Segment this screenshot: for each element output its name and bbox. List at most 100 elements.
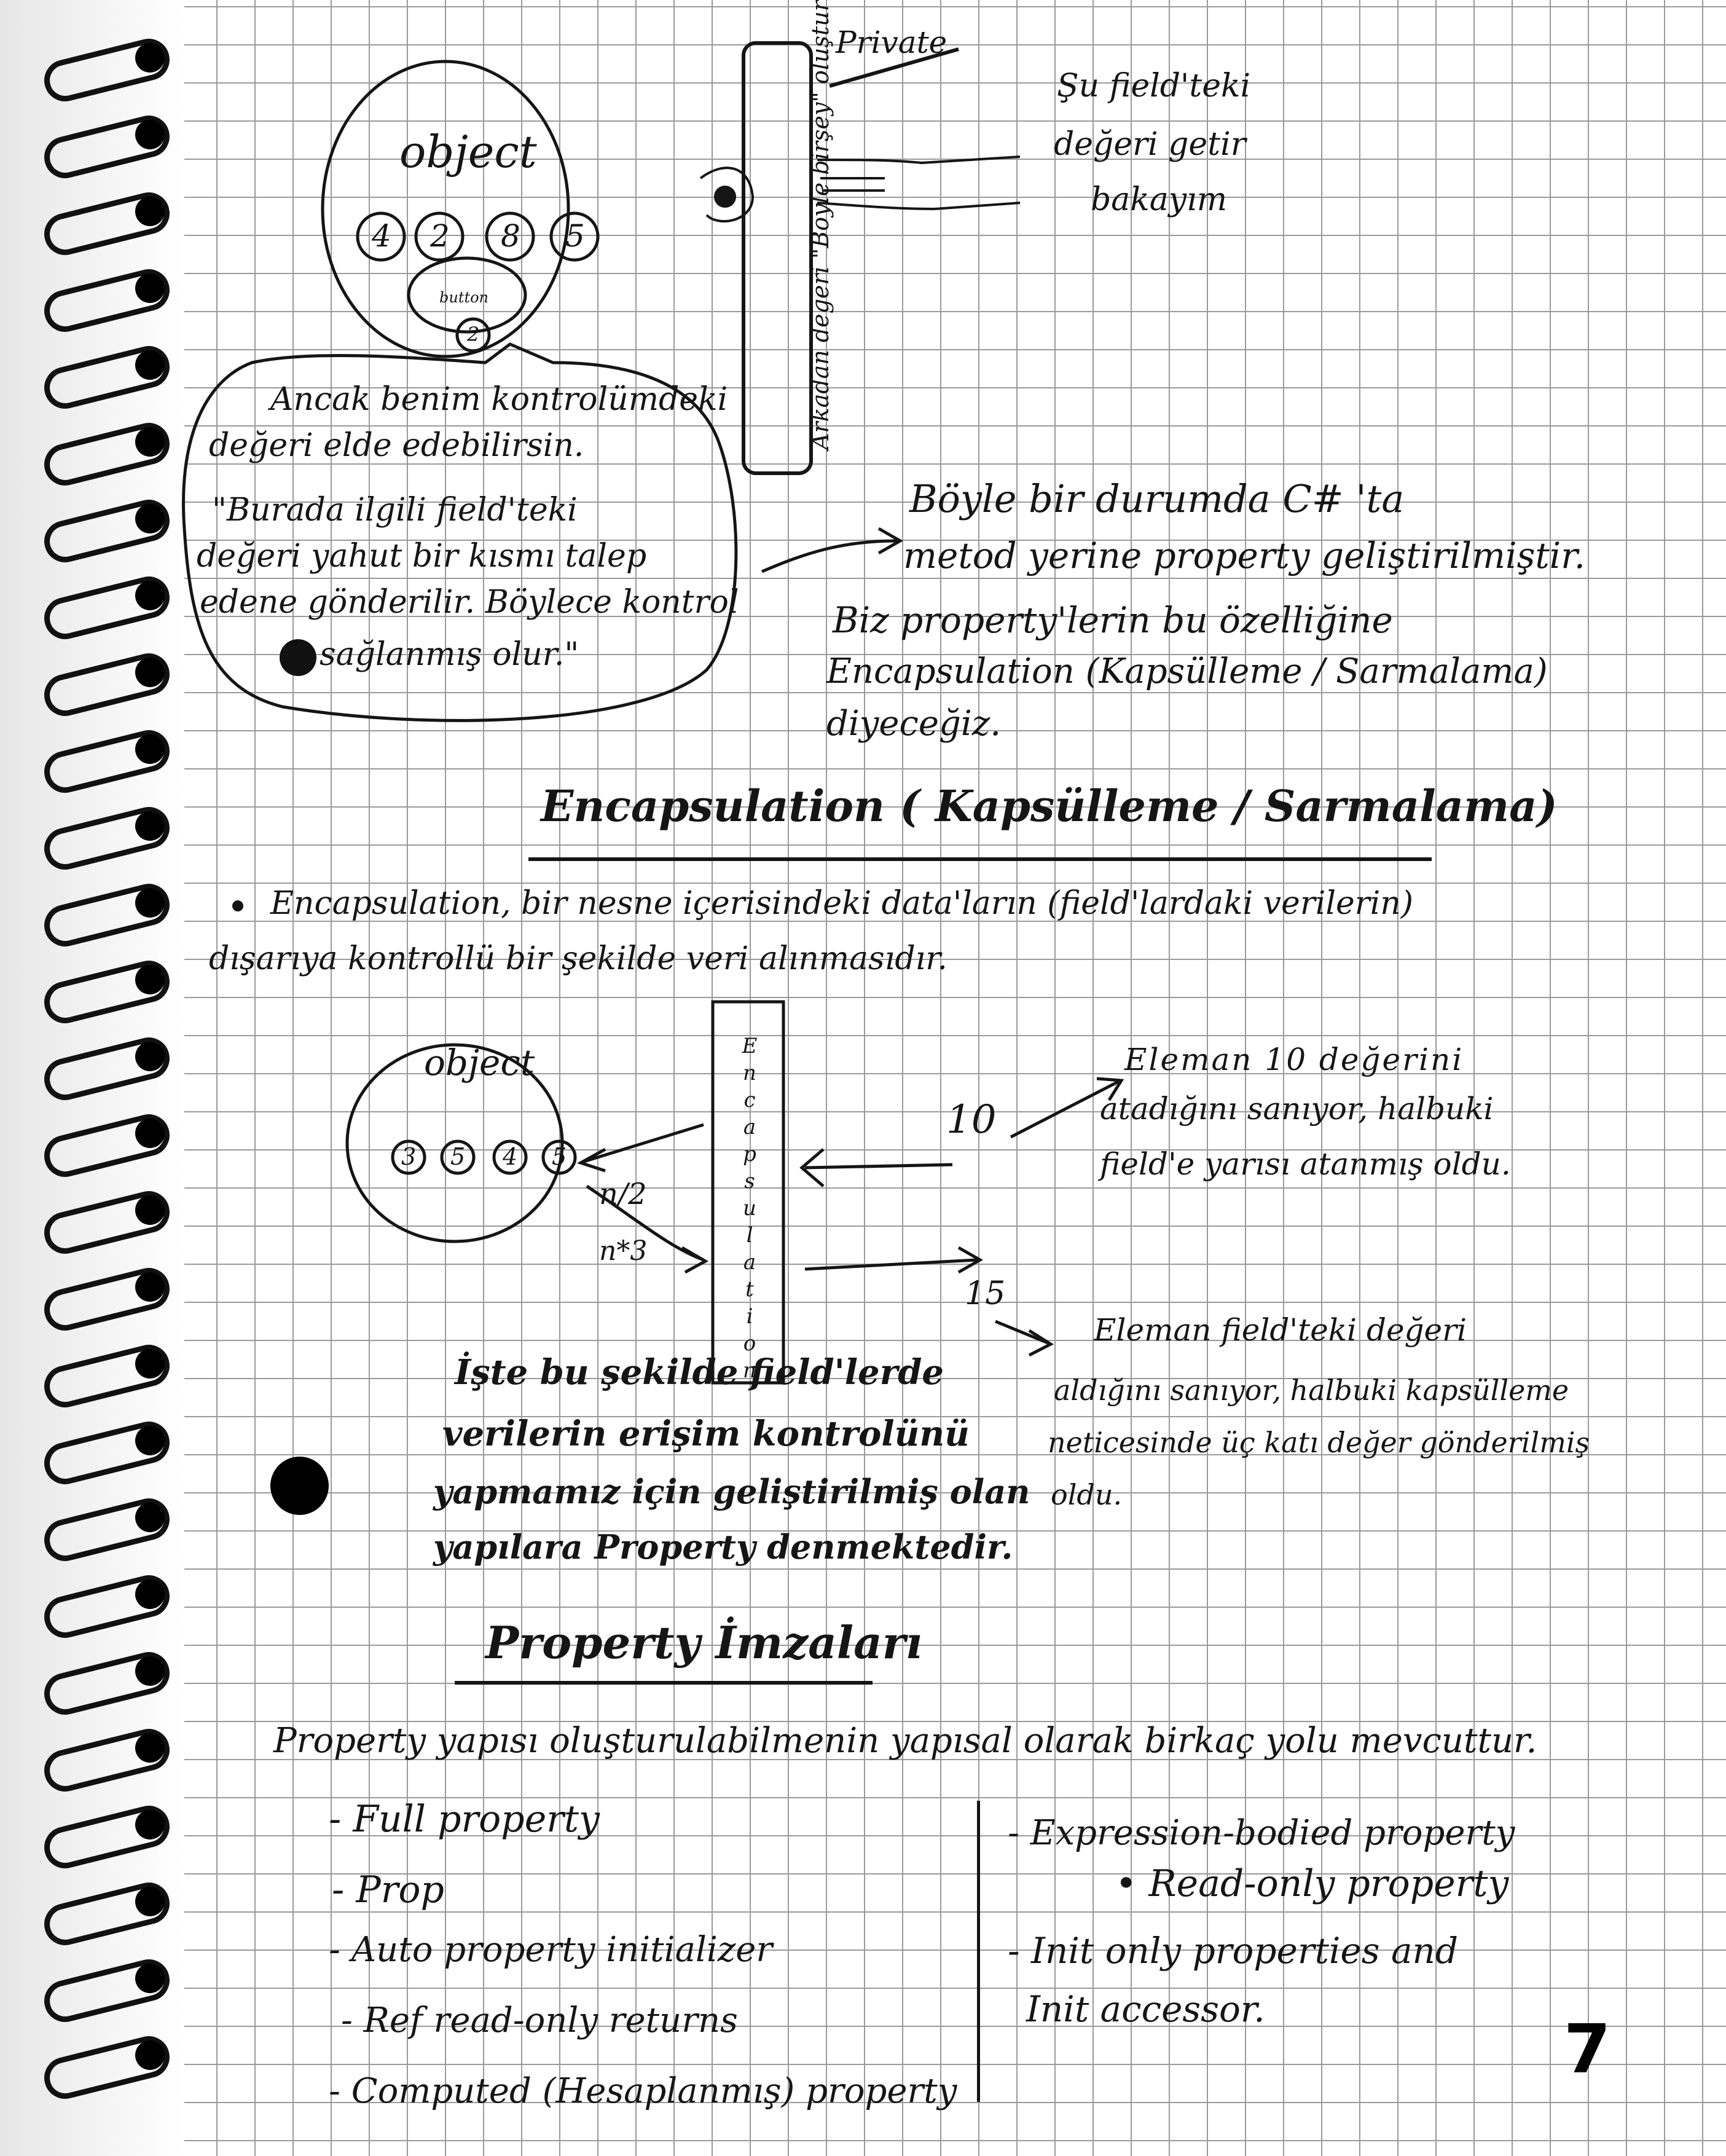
hand-note-line-1: Şu field'teki bbox=[1057, 68, 1251, 104]
diagram2-half-label: n/2 bbox=[599, 1177, 647, 1211]
bubble-line-1: Ancak benim kontrolümdeki bbox=[270, 381, 728, 418]
right-note2-line-3: neticesinde üç katı değer gönderilmiş bbox=[1048, 1426, 1590, 1459]
binding-hole bbox=[135, 1503, 165, 1532]
binding-hole bbox=[135, 1272, 165, 1302]
section1-bullet-line-1: Encapsulation, bir nesne içerisindeki da… bbox=[270, 885, 1413, 922]
diagram2-field-2: 5 bbox=[450, 1143, 466, 1170]
binding-hole bbox=[135, 1195, 165, 1225]
right-note1-line-3: field'e yarısı atanmış oldu. bbox=[1100, 1146, 1511, 1182]
gate-letter: s bbox=[744, 1169, 755, 1194]
bubble-line-6: sağlanmış olur." bbox=[320, 636, 579, 673]
gate-letter: o bbox=[743, 1331, 756, 1356]
ink-blot bbox=[280, 639, 316, 676]
csharp-note-line-5: diyeceğiz. bbox=[826, 704, 1002, 744]
gate-letter: i bbox=[746, 1304, 753, 1329]
right-item-1: - Expression-bodied property bbox=[1008, 1813, 1515, 1853]
binding-hole bbox=[135, 504, 165, 533]
sketch1-field-4: 5 bbox=[565, 218, 585, 254]
binding-hole bbox=[135, 1119, 165, 1148]
bubble-line-5: edene gönderilir. Böylece kontrol bbox=[200, 584, 739, 621]
punch-hole bbox=[270, 1457, 329, 1515]
diagram2-object-label: object bbox=[424, 1042, 535, 1084]
binding-hole bbox=[135, 350, 165, 380]
right-note2-line-4: oldu. bbox=[1051, 1478, 1123, 1511]
right-note1-line-1: Eleman 10 değerini bbox=[1124, 1042, 1464, 1077]
hand-note-line-3: bakayım bbox=[1091, 181, 1228, 218]
section1-bullet-line-2: dışarıya kontrollü bir şekilde veri alın… bbox=[209, 940, 947, 977]
binding-hole bbox=[135, 1964, 165, 1993]
gate-letter: c bbox=[743, 1088, 756, 1112]
binding-hole bbox=[135, 120, 165, 149]
center-note-line-3: yapmamız için geliştirilmiş olan bbox=[433, 1472, 1030, 1511]
binding-hole bbox=[135, 1426, 165, 1455]
section1-underline bbox=[528, 857, 1432, 861]
section1-title: Encapsulation ( Kapsülleme / Sarmalama) bbox=[541, 781, 1558, 832]
binding-hole bbox=[135, 1042, 165, 1071]
diagram2-out-value: 15 bbox=[965, 1275, 1006, 1312]
gate-letter: a bbox=[743, 1250, 756, 1275]
binding-hole bbox=[135, 581, 165, 610]
binding-hole bbox=[135, 2040, 165, 2070]
left-item-3: - Auto property initializer bbox=[329, 1930, 773, 1970]
diagram2-triple-label: n*3 bbox=[599, 1235, 648, 1267]
csharp-note-line-3: Biz property'lerin bu özelliğine bbox=[833, 599, 1393, 641]
gate-letter: n bbox=[743, 1358, 756, 1383]
right-item-2: • Read-only property bbox=[1115, 1862, 1509, 1905]
csharp-note-line-4: Encapsulation (Kapsülleme / Sarmalama) bbox=[826, 651, 1548, 691]
gate-letter: t bbox=[745, 1277, 754, 1302]
sketch1-button-value: 2 bbox=[467, 323, 480, 346]
csharp-note-line-1: Böyle bir durumda C# 'ta bbox=[909, 476, 1405, 521]
bubble-line-2: değeri elde edebilirsin. bbox=[209, 427, 584, 464]
binding-hole bbox=[135, 1810, 165, 1839]
binding-hole bbox=[135, 965, 165, 994]
left-item-5: - Computed (Hesaplanmış) property bbox=[329, 2071, 957, 2111]
center-note-line-4: yapılara Property denmektedir. bbox=[433, 1527, 1013, 1567]
binding-hole bbox=[135, 427, 165, 457]
binding-hole bbox=[135, 734, 165, 764]
binding-hole bbox=[135, 1349, 165, 1379]
sketch1-object-label: object bbox=[399, 126, 537, 178]
sketch1-button-label: button bbox=[439, 289, 489, 306]
diagram2-in-value: 10 bbox=[946, 1097, 997, 1143]
binding-hole bbox=[135, 888, 165, 918]
gate-letter: p bbox=[743, 1142, 756, 1167]
binding-hole bbox=[135, 43, 165, 73]
binding-hole bbox=[135, 658, 165, 687]
sketch1-field-2: 2 bbox=[430, 218, 450, 254]
page-number: 7 bbox=[1564, 2010, 1611, 2088]
bubble-line-3: "Burada ilgili field'teki bbox=[212, 492, 578, 529]
binding-hole bbox=[135, 197, 165, 226]
gate-letter: u bbox=[743, 1196, 756, 1221]
section2-title: Property İmzaları bbox=[485, 1616, 923, 1669]
left-item-2: - Prop bbox=[332, 1868, 444, 1911]
hand-note-line-2: değeri getir bbox=[1054, 126, 1246, 163]
right-note2-line-1: Eleman field'teki değeri bbox=[1094, 1312, 1467, 1348]
left-item-4: - Ref read-only returns bbox=[341, 2001, 738, 2040]
binding-hole bbox=[135, 811, 165, 841]
diagram2-field-4: 5 bbox=[552, 1143, 567, 1170]
left-item-1: - Full property bbox=[329, 1798, 600, 1841]
private-label: Private bbox=[836, 25, 947, 60]
gate-letter: E bbox=[742, 1034, 758, 1058]
sketch1-field-3: 8 bbox=[501, 218, 520, 254]
center-note-line-2: verilerin erişim kontrolünü bbox=[442, 1414, 970, 1454]
gate-letter: l bbox=[746, 1223, 753, 1248]
bubble-line-4: değeri yahut bir kısmı talep bbox=[197, 538, 647, 575]
sketch1-field-1: 4 bbox=[372, 218, 391, 254]
gate-letter: a bbox=[743, 1115, 756, 1139]
center-note-line-1: İşte bu şekilde field'lerde bbox=[455, 1352, 944, 1393]
bullet-dot bbox=[232, 900, 243, 911]
right-item-4: Init accessor. bbox=[1026, 1988, 1265, 2030]
csharp-note-line-2: metod yerine property geliştirilmiştir. bbox=[903, 535, 1586, 576]
right-note1-line-2: atadığını sanıyor, halbuki bbox=[1100, 1091, 1494, 1127]
diagram2-field-1: 3 bbox=[401, 1143, 417, 1170]
binding-hole bbox=[135, 1733, 165, 1763]
column-divider bbox=[977, 1801, 980, 2102]
gate-letter: n bbox=[743, 1061, 756, 1085]
binding-hole bbox=[135, 1656, 165, 1686]
binding-hole bbox=[135, 273, 165, 303]
